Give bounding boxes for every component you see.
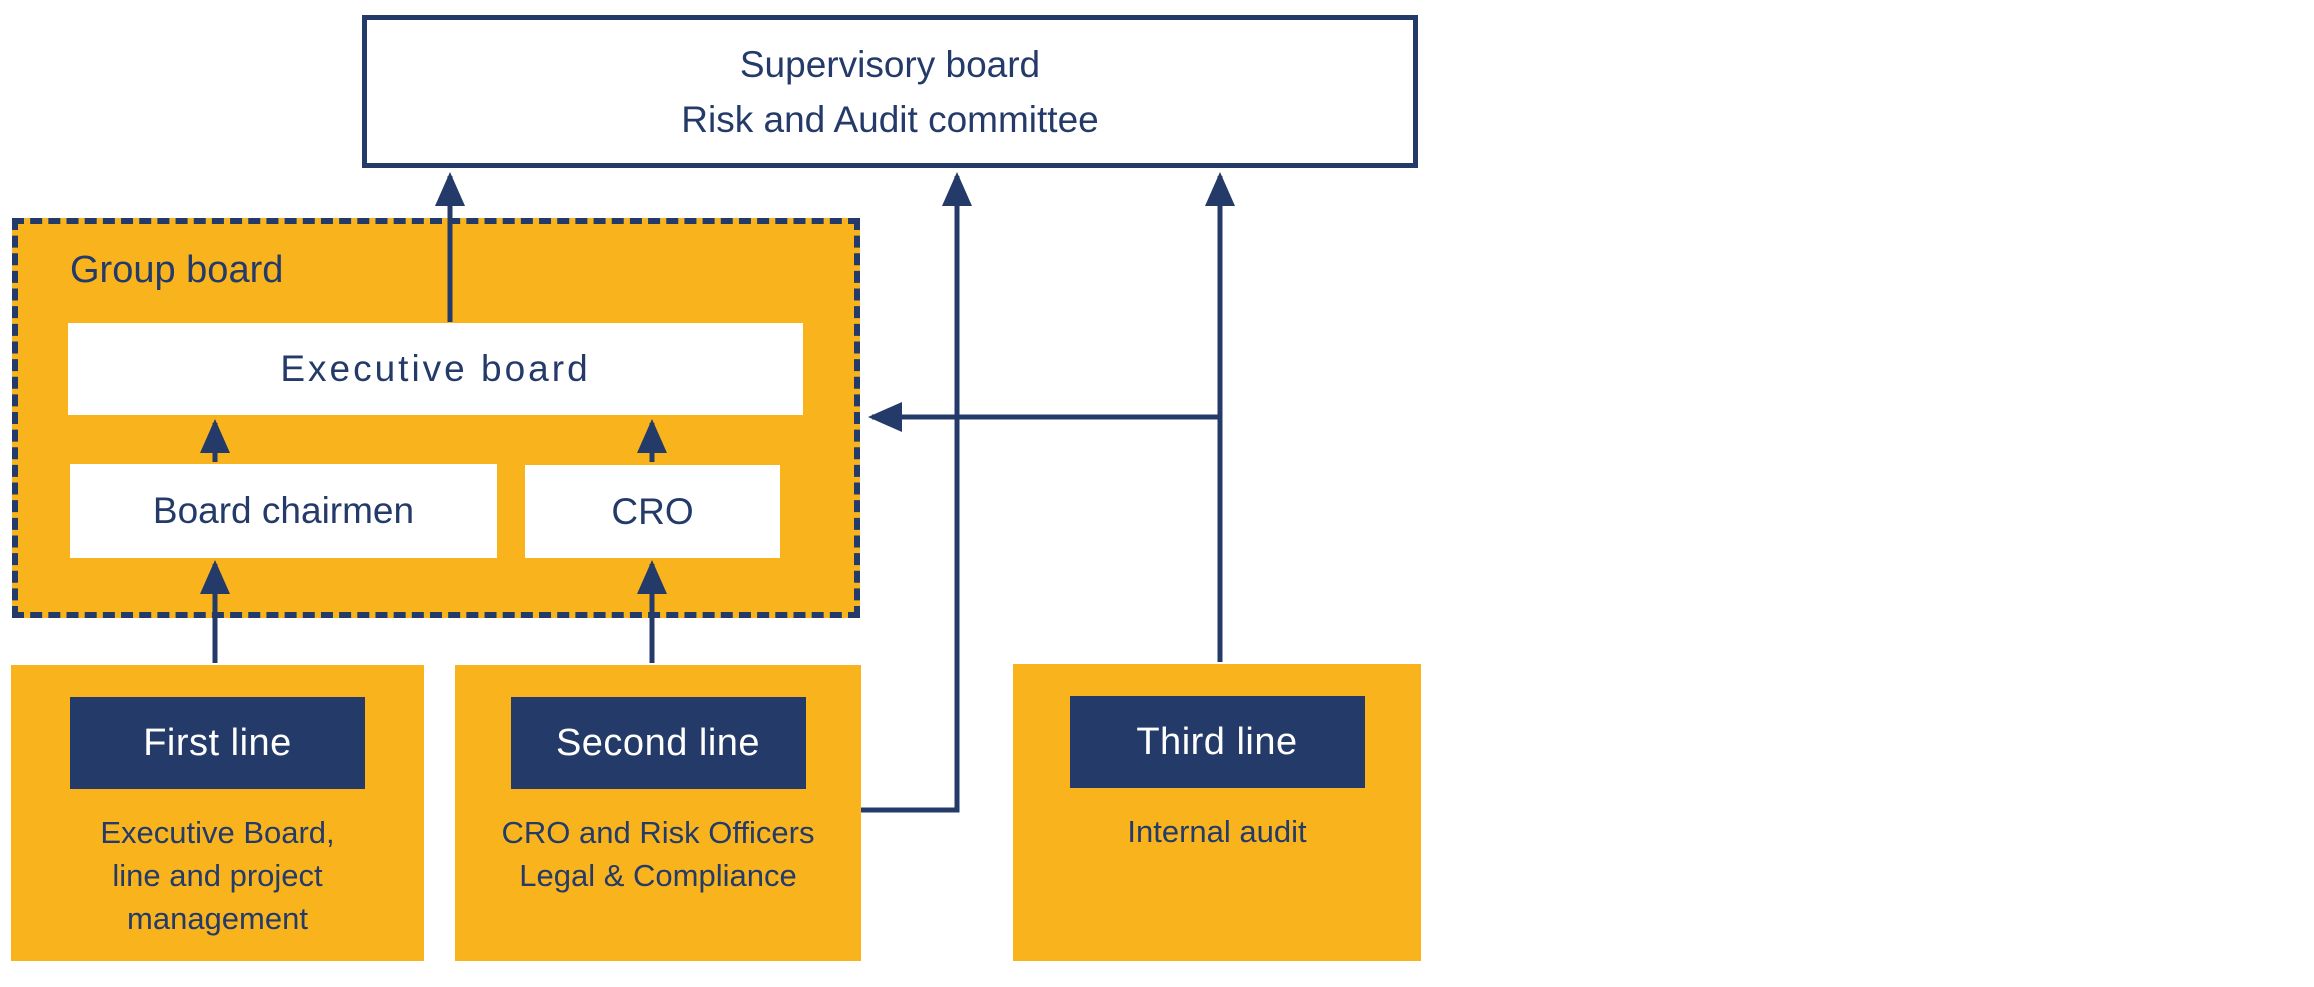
- cro-label: CRO: [611, 490, 694, 532]
- third-line-description: Internal audit: [1127, 814, 1307, 849]
- second-line-title: Second line: [510, 697, 806, 789]
- executive-board-label: Executive board: [280, 348, 591, 389]
- first-line-title: First line: [70, 697, 365, 789]
- board-chairmen-box: Board chairmen: [70, 464, 497, 558]
- board-chairmen-label: Board chairmen: [152, 490, 415, 531]
- group-board-container: Group board Executive board Board chairm…: [12, 218, 860, 618]
- first-line-box: First line Executive Board, line and pro…: [11, 665, 424, 961]
- second-line-description: CRO and Risk Officers Legal & Compliance: [501, 815, 815, 893]
- second-line-box: Second line CRO and Risk Officers Legal …: [455, 665, 861, 961]
- supervisory-board-title-line1: Supervisory board: [739, 43, 1041, 85]
- cro-box: CRO: [525, 465, 780, 558]
- first-line-description: Executive Board, line and project manage…: [100, 815, 335, 936]
- third-line-title: Third line: [1069, 696, 1365, 788]
- supervisory-board-box: Supervisory board Risk and Audit committ…: [362, 15, 1418, 168]
- third-line-box: Third line Internal audit: [1013, 664, 1421, 961]
- group-board-label: Group board: [70, 249, 284, 291]
- executive-board-box: Executive board: [68, 323, 803, 415]
- supervisory-board-title-line2: Risk and Audit committee: [681, 98, 1099, 140]
- arrow-secondline-to-supervisory: [861, 172, 972, 813]
